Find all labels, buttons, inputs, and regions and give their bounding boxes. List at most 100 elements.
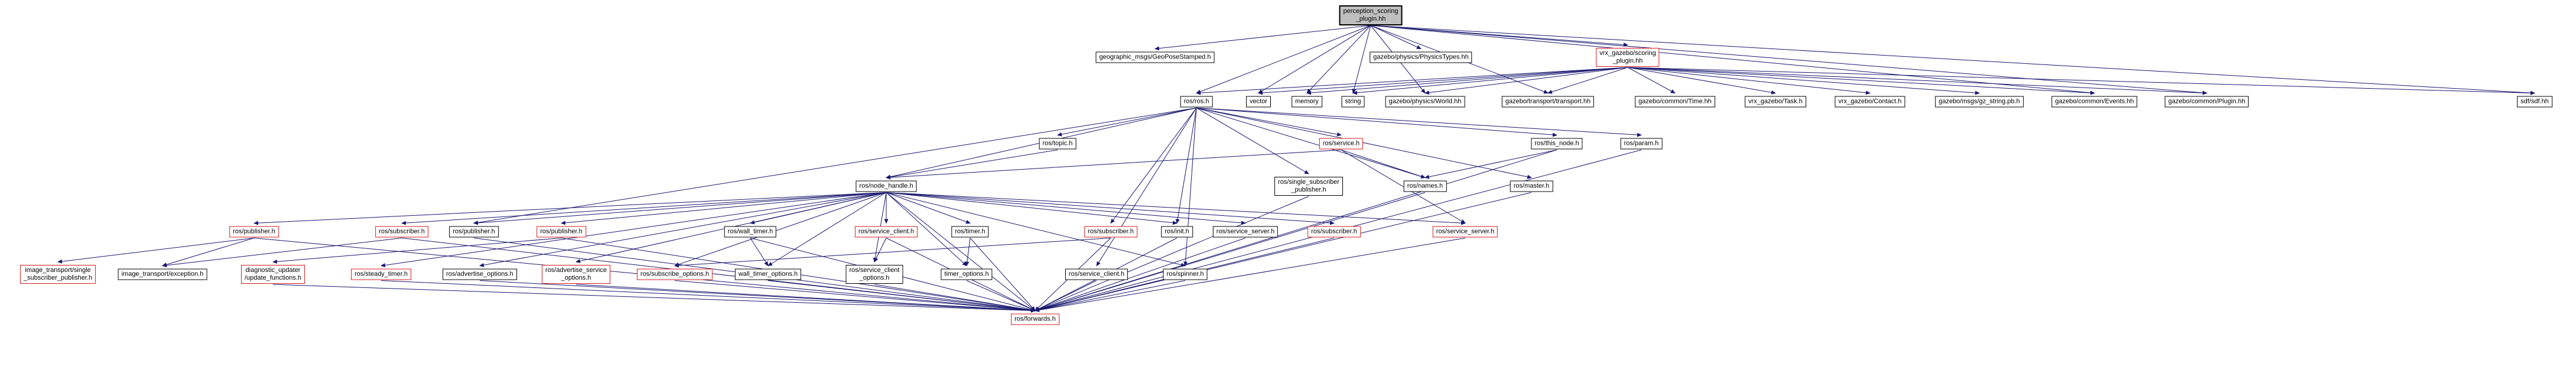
include-edge [561,192,887,225]
graph-node-gazebo-common-plugin-hh[interactable]: gazebo/common/Plugin.hh [2164,96,2249,108]
graph-node-ros-service-client-options-h[interactable]: ros/service_client _options.h [845,265,903,284]
include-edge [1196,25,1371,94]
graph-node-ros-service-client-h[interactable]: ros/service_client.h [1065,268,1128,280]
include-edge [886,192,1335,225]
include-edge [874,238,887,263]
include-edge [1196,67,1628,95]
graph-node-ros-publisher-h[interactable]: ros/publisher.h [229,226,279,238]
graph-node-wall-timer-options-h[interactable]: wall_timer_options.h [734,268,802,280]
include-edge [970,238,1036,312]
include-edge [1547,67,1628,94]
include-edge [380,280,1036,313]
graph-node-ros-publisher-h[interactable]: ros/publisher.h [449,226,499,238]
graph-node-ros-timer-h[interactable]: ros/timer.h [951,226,989,238]
include-edge [1370,25,2095,95]
include-edge [886,192,1246,225]
include-edge [162,238,255,267]
include-edge [886,192,967,267]
graph-node-gazebo-common-events-hh[interactable]: gazebo/common/Events.hh [2051,96,2138,108]
include-edge [1370,25,1422,49]
graph-node-ros-forwards-h[interactable]: ros/forwards.h [1011,313,1059,325]
include-edge [57,238,255,264]
graph-node-ros-spinner-h[interactable]: ros/spinner.h [1163,268,1208,280]
graph-node-ros-subscribe-options-h[interactable]: ros/subscribe_options.h [636,268,713,280]
include-edge [886,192,1466,225]
graph-node-sdf-sdf-hh[interactable]: sdf/sdf.hh [2517,96,2552,108]
graph-node-diagnostic-updater-update-functions-h[interactable]: diagnostic_updater /update_functions.h [240,265,305,284]
graph-node-ros-ros-h[interactable]: ros/ros.h [1180,96,1213,108]
graph-node-vrx-gazebo-task-h[interactable]: vrx_gazebo/Task.h [1745,96,1806,108]
graph-node-gazebo-transport-transport-hh[interactable]: gazebo/transport/transport.hh [1501,96,1595,108]
graph-node-ros-advertise-options-h[interactable]: ros/advertise_options.h [443,268,517,280]
graph-node-ros-master-h[interactable]: ros/master.h [1510,180,1553,192]
include-edge [1175,108,1197,224]
graph-node-ros-publisher-h[interactable]: ros/publisher.h [536,226,586,238]
graph-node-ros-advertise-service-options-h[interactable]: ros/advertise_service _options.h [542,265,610,284]
graph-node-gazebo-common-time-hh[interactable]: gazebo/common/Time.hh [1635,96,1715,108]
graph-node-ros-wall-timer-h[interactable]: ros/wall_timer.h [724,226,777,238]
include-edge [162,238,402,268]
include-edge [1196,108,1426,179]
include-edge [272,284,1036,313]
include-edge [886,192,1036,312]
include-edge [1035,196,1309,312]
graph-node-ros-node-handle-h[interactable]: ros/node_handle.h [856,180,917,192]
include-edge [886,192,971,224]
include-edge [1035,150,1557,312]
include-edge [966,280,1036,311]
include-edge [1258,67,1628,95]
graph-node-ros-service-server-h[interactable]: ros/service_server.h [1432,226,1498,238]
graph-node-ros-param-h[interactable]: ros/param.h [1620,138,1663,150]
graph-node-ros-subscriber-h[interactable]: ros/subscriber.h [1084,226,1137,238]
include-edge [1110,108,1197,224]
graph-node-ros-service-server-h[interactable]: ros/service_server.h [1212,226,1279,238]
include-edge [1035,280,1097,311]
graph-node-gazebo-physics-world-hh[interactable]: gazebo/physics/World.hh [1385,96,1465,108]
include-edge [473,192,887,225]
include-edge [1196,108,1532,179]
include-edge [750,238,769,267]
graph-node-ros-this-node-h[interactable]: ros/this_node.h [1531,138,1583,150]
include-edge [1424,150,1557,179]
graph-node-ros-subscriber-h[interactable]: ros/subscriber.h [375,226,428,238]
graph-node-ros-init-h[interactable]: ros/init.h [1161,226,1193,238]
graph-node-image-transport-exception-h[interactable]: image_transport/exception.h [118,268,207,280]
include-edge [1035,192,1426,312]
include-edge [473,108,1197,225]
include-edge [1352,67,1628,95]
graph-node-ros-subscriber-h[interactable]: ros/subscriber.h [1307,226,1361,238]
include-edge [1627,67,2535,95]
graph-node-vrx-gazebo-contact-h[interactable]: vrx_gazebo/Contact.h [1835,96,1905,108]
graph-node-vector[interactable]: vector [1246,96,1271,108]
include-edge [1154,25,1371,51]
include-edge [886,192,1186,267]
include-edge [1370,25,2207,95]
include-edge [575,284,1036,313]
include-edge [1035,280,1186,312]
graph-node-vrx-gazebo-scoring-plugin-hh[interactable]: vrx_gazebo/scoring _plugin.hh [1596,48,1660,67]
graph-node-geographic-msgs-geoposestamped-h[interactable]: geographic_msgs/GeoPoseStamped.h [1095,51,1215,63]
graph-node-ros-names-h[interactable]: ros/names.h [1403,180,1447,192]
graph-node-gazebo-msgs-gz-string-pb-h[interactable]: gazebo/msgs/gz_string.pb.h [1935,96,2024,108]
graph-node-ros-single-subscriber-publisher-h[interactable]: ros/single_subscriber _publisher.h [1274,177,1343,196]
include-edge [1196,108,1557,137]
include-edge [1627,67,2207,95]
graph-node-string[interactable]: string [1341,96,1365,108]
graph-node-ros-service-client-h[interactable]: ros/service_client.h [854,226,918,238]
include-edge [380,192,887,267]
graph-node-ros-topic-h[interactable]: ros/topic.h [1039,138,1076,150]
include-edge [401,192,887,225]
graph-node-gazebo-physics-physicstypes-hh[interactable]: gazebo/physics/PhysicsTypes.hh [1370,51,1472,63]
include-edge [1627,67,2095,95]
include-edge [1424,67,1628,95]
include-edge [1258,25,1371,94]
graph-node-image-transport-single-subscriber-publisher-h[interactable]: image_transport/single _subscriber_publi… [19,265,96,284]
graph-node-ros-service-h[interactable]: ros/service.h [1319,138,1364,150]
include-edge [886,150,1058,179]
graph-node-perception-scoring-plugin-hh: perception_scoring _plugin.hh [1339,5,1403,25]
graph-node-ros-steady-timer-h[interactable]: ros/steady_timer.h [351,268,411,280]
graph-node-timer-options-h[interactable]: timer_options.h [941,268,993,280]
include-edge [767,280,1036,313]
graph-node-memory[interactable]: memory [1292,96,1322,108]
